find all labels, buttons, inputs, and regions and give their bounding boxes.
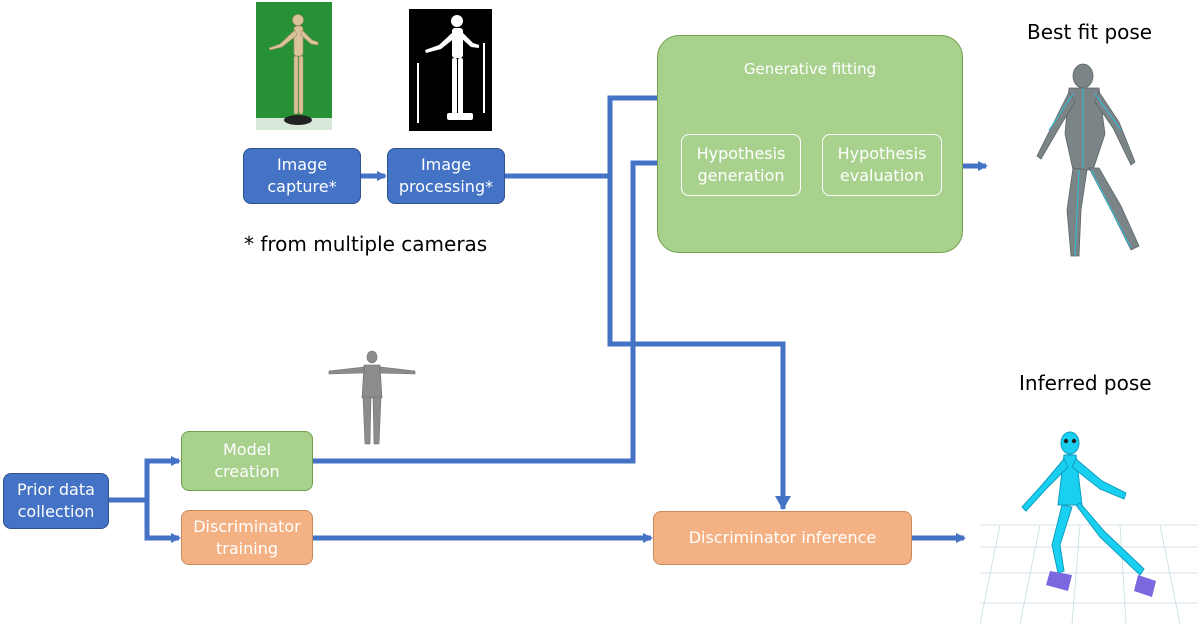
arrow-prior-to-training [144,500,181,543]
arrow-model-to-generation [313,158,681,464]
camera-photo-image [256,2,332,130]
best-fit-render-image [1036,63,1140,257]
arrowhead-inference-input [775,496,791,510]
image-processing-box[interactable]: Image processing* [387,148,505,204]
body-model-image [328,350,416,445]
inferred-pose-label: Inferred pose [1019,371,1152,395]
arrow-processing-to-inference [607,176,786,509]
best-fit-pose-label: Best fit pose [1027,20,1153,44]
prior-data-collection-box[interactable]: Prior data collection [3,473,109,529]
generative-fitting-title: Generative fitting [743,60,877,78]
silhouette-image [409,3,492,131]
inferred-skeleton-image [980,431,1198,624]
image-capture-box[interactable]: Image capture* [243,148,361,204]
hypothesis-evaluation-box[interactable]: Hypothesis evaluation [822,134,942,196]
arrow-prior-to-model [109,456,181,503]
footnote-label: * from multiple cameras [244,232,488,256]
hypothesis-generation-box[interactable]: Hypothesis generation [681,134,801,196]
discriminator-training-box[interactable]: Discriminator training [181,510,313,565]
model-creation-box[interactable]: Model creation [181,431,313,491]
discriminator-inference-box[interactable]: Discriminator inference [653,511,912,565]
